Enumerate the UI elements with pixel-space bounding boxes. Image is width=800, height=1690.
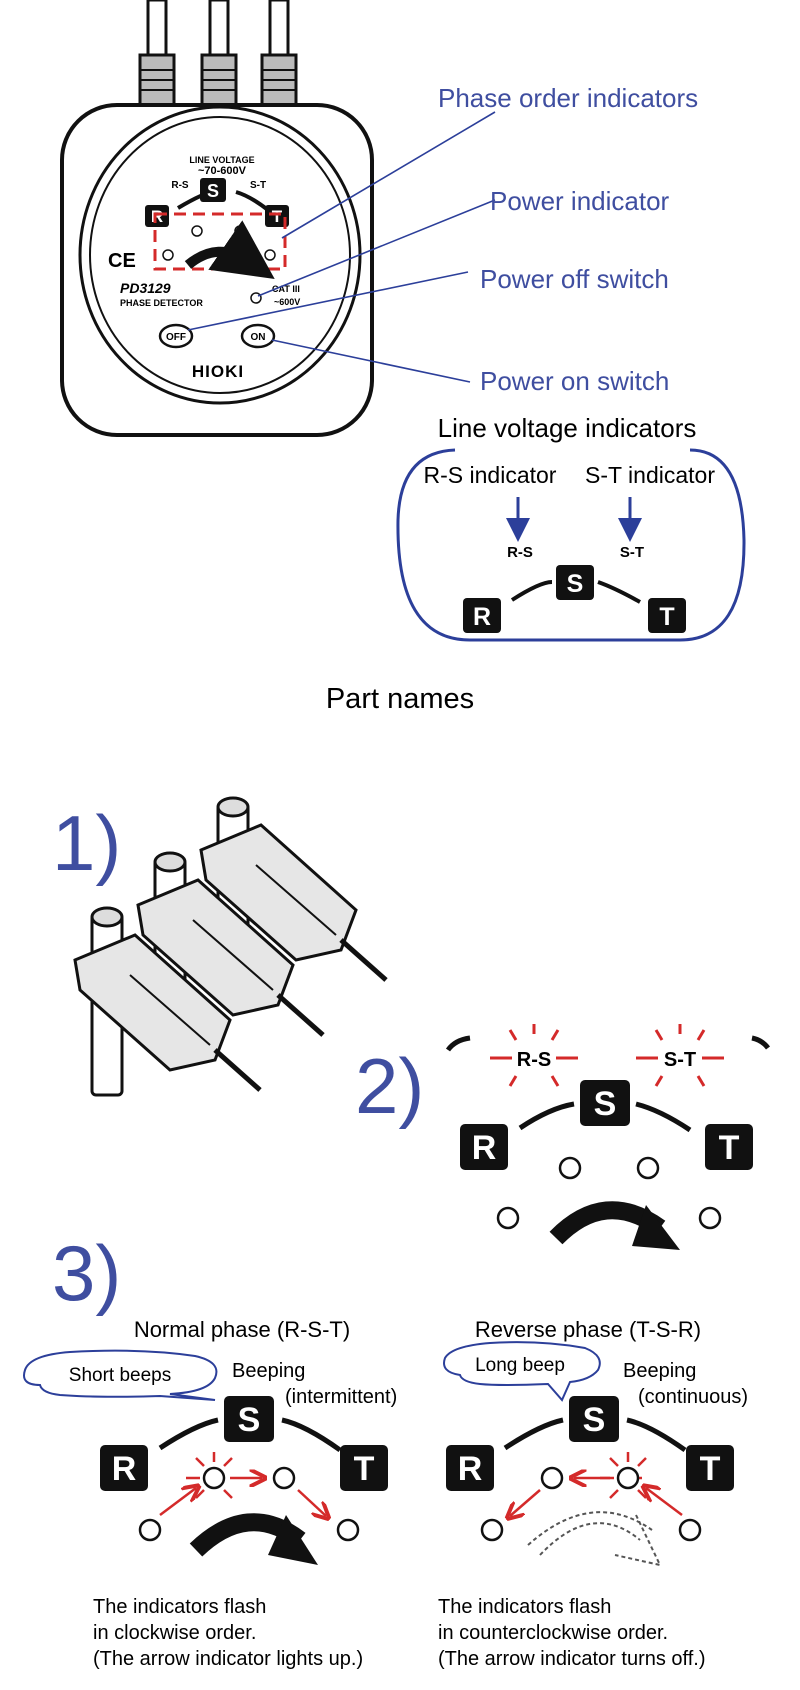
device-rotation-arrow — [184, 220, 275, 279]
part-names-caption: Part names — [326, 683, 474, 715]
reverse-desc-2: in counterclockwise order. — [438, 1622, 668, 1644]
device-led-2 — [234, 225, 246, 237]
device-led-4 — [264, 249, 276, 261]
reverse-bubble-text: Long beep — [475, 1355, 565, 1376]
normal-r-letter: R — [112, 1450, 137, 1488]
test-leads — [138, 0, 298, 112]
step2-r-letter: R — [472, 1129, 497, 1167]
step-2-panel: R-S S-T S R T — [445, 1024, 770, 1250]
normal-s-letter: S — [238, 1401, 261, 1439]
normal-desc-3: (The arrow indicator lights up.) — [93, 1648, 363, 1670]
step2-r-box — [460, 1124, 508, 1170]
step2-rs-label: R-S — [517, 1049, 551, 1071]
st-indicator-caption: S-T indicator — [585, 462, 715, 488]
device-r-letter: R — [151, 207, 163, 226]
normal-beep-bubble — [23, 1349, 218, 1401]
lv-r-box — [463, 598, 501, 633]
device-voltage-range: ~70-600V — [198, 165, 247, 177]
st-flash-rays — [636, 1024, 724, 1087]
device-t-letter: T — [272, 207, 283, 226]
reverse-r-letter: R — [458, 1450, 483, 1488]
reverse-arrow-off — [539, 1522, 641, 1556]
normal-t-letter: T — [354, 1450, 375, 1488]
device-r-box — [145, 205, 169, 227]
reverse-s-letter: S — [583, 1401, 606, 1439]
lv-rs-label: R-S — [507, 544, 533, 561]
normal-desc-1: The indicators flash — [93, 1596, 266, 1618]
normal-phase-panel: Normal phase (R-S-T) Short beeps Beeping… — [23, 1317, 397, 1670]
brand-label: HIOKI — [192, 362, 244, 381]
reverse-beep-bubble — [443, 1341, 601, 1402]
power-off-label: OFF — [166, 332, 186, 343]
power-on-label: ON — [251, 332, 266, 343]
clamp-illustration — [73, 796, 388, 1097]
device-s-box — [200, 178, 226, 202]
step2-t-letter: T — [719, 1129, 740, 1167]
device-cat-voltage: ~600V — [274, 297, 300, 307]
step-3-number: 3) — [52, 1229, 121, 1317]
lv-t-letter: T — [659, 603, 674, 631]
reverse-phase-panel: Reverse phase (T-S-R) Long beep Beeping … — [438, 1317, 748, 1670]
power-on-button[interactable] — [240, 323, 276, 349]
line-voltage-title: Line voltage indicators — [438, 413, 697, 443]
rs-flash-rays — [490, 1024, 578, 1087]
device-st-label: S-T — [250, 180, 266, 191]
reverse-desc-1: The indicators flash — [438, 1596, 611, 1618]
lv-st-label: S-T — [620, 544, 644, 561]
reverse-desc-3: (The arrow indicator turns off.) — [438, 1648, 706, 1670]
callout-power-on: Power on switch — [480, 366, 669, 396]
rs-indicator-caption: R-S indicator — [424, 462, 557, 488]
reverse-beep-mode: (continuous) — [638, 1386, 748, 1408]
normal-phase-title: Normal phase (R-S-T) — [134, 1317, 350, 1342]
line-voltage-panel: Line voltage indicators R-S indicator S-… — [396, 413, 746, 642]
step2-s-letter: S — [594, 1085, 617, 1123]
normal-beep-label: Beeping — [232, 1360, 305, 1382]
step2-st-label: S-T — [664, 1049, 696, 1071]
device-s-letter: S — [207, 181, 219, 201]
reverse-phase-title: Reverse phase (T-S-R) — [475, 1317, 701, 1342]
ce-mark: CE — [108, 250, 136, 272]
step-2-number: 2) — [355, 1042, 424, 1130]
device-led-1 — [191, 225, 203, 237]
reverse-t-letter: T — [700, 1450, 721, 1488]
device-product: PHASE DETECTOR — [120, 298, 203, 308]
device-rs-label: R-S — [171, 180, 189, 191]
callout-phase-order: Phase order indicators — [438, 83, 698, 113]
callout-power-off: Power off switch — [480, 264, 669, 294]
lv-s-box — [556, 565, 594, 600]
normal-bubble-text: Short beeps — [69, 1365, 171, 1386]
step2-s-box — [580, 1080, 630, 1126]
lv-t-box — [648, 598, 686, 633]
callout-leaders — [187, 111, 496, 383]
reverse-beep-label: Beeping — [623, 1360, 696, 1382]
device-line-voltage-label: LINE VOLTAGE — [189, 155, 254, 165]
device-power-led — [250, 292, 262, 304]
power-off-button[interactable] — [158, 323, 194, 349]
lv-s-letter: S — [567, 570, 584, 598]
step-1-number: 1) — [52, 799, 121, 887]
callout-power-indicator: Power indicator — [490, 186, 670, 216]
normal-desc-2: in clockwise order. — [93, 1622, 256, 1644]
device-cat: CAT III — [272, 284, 300, 294]
device-model: PD3129 — [120, 280, 171, 296]
device-led-3 — [162, 249, 174, 261]
lv-r-letter: R — [473, 603, 491, 631]
normal-beep-mode: (intermittent) — [285, 1386, 397, 1408]
step2-t-box — [705, 1124, 753, 1170]
phase-detector-device: LINE VOLTAGE ~70-600V R-S S-T S R T CE P… — [60, 0, 374, 437]
